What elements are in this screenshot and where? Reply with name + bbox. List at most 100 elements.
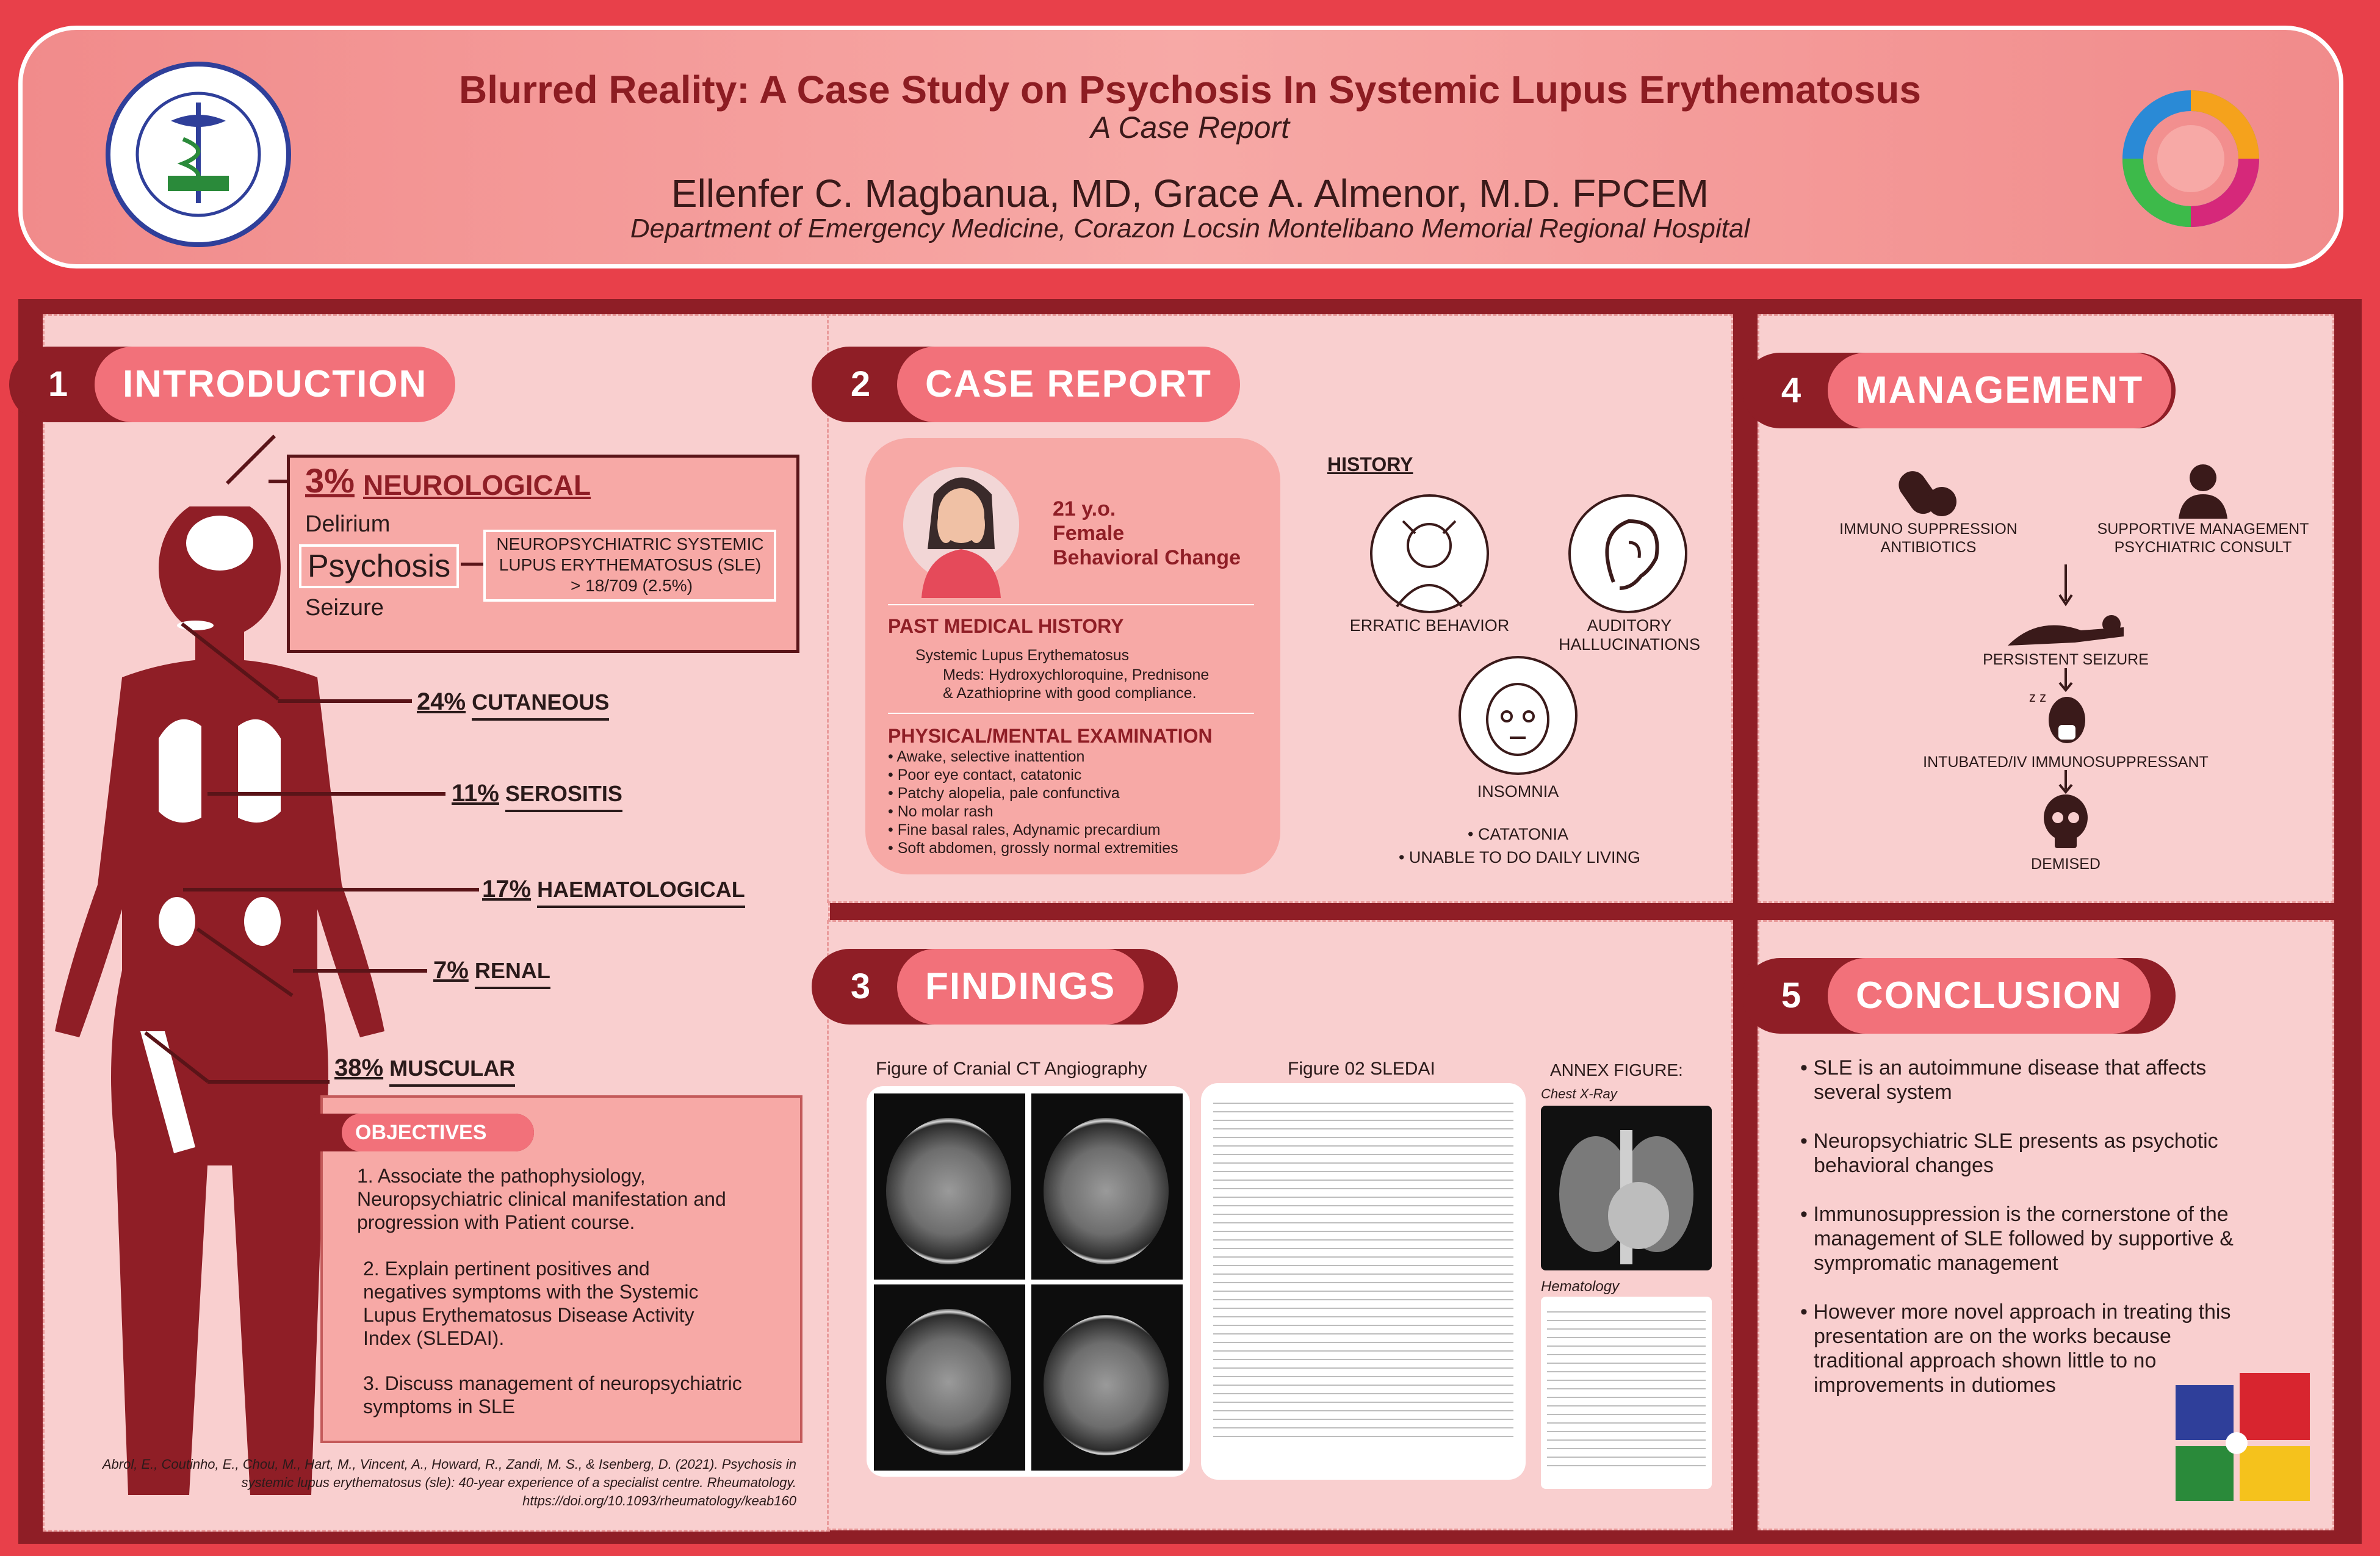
pmh-line-3: & Azathioprine with good compliance.	[943, 685, 1197, 702]
haematological-connector	[183, 888, 479, 891]
stat-cutaneous: 24% CUTANEOUS	[417, 688, 610, 721]
conclusion-item-4: • However more novel approach in treatin…	[1800, 1300, 2231, 1397]
insomnia-icon	[1459, 656, 1578, 775]
arrow-down-icon	[2057, 668, 2075, 693]
chest-xray-figure	[1541, 1106, 1712, 1270]
patient-illustration	[900, 458, 1022, 598]
npsle-stat: > 18/709 (2.5%)	[571, 576, 693, 595]
poster-title: Blurred Reality: A Case Study on Psychos…	[459, 68, 1921, 112]
mgmt-persistent-seizure: PERSISTENT SEIZURE	[1983, 651, 2149, 668]
pills-icon	[1898, 464, 1959, 519]
ct-slice	[874, 1093, 1025, 1280]
conclusion-item-3: • Immunosuppression is the cornerstone o…	[1800, 1203, 2234, 1275]
section-title: INTRODUCTION	[95, 347, 456, 422]
mgmt-demised: DEMISED	[2031, 855, 2101, 873]
erratic-behavior-icon	[1370, 494, 1489, 613]
arrow-down-icon	[2057, 564, 2075, 607]
exam-title: PHYSICAL/MENTAL EXAMINATION	[888, 725, 1213, 747]
conclusion-item-2: • Neuropsychiatric SLE presents as psych…	[1800, 1129, 2218, 1177]
stat-renal: 7% RENAL	[433, 957, 550, 989]
objectives-pill-label: OBJECTIVES	[342, 1114, 534, 1151]
section-number: 1	[48, 364, 68, 404]
hematology-table-figure	[1541, 1297, 1712, 1489]
divider	[888, 713, 1254, 714]
mgmt-intubated: INTUBATED/IV IMMUNOSUPPRESSANT	[1923, 754, 2209, 771]
conclusion-heading: 5 CONCLUSION	[1742, 958, 2176, 1034]
stat-serositis: 11% SEROSITIS	[452, 780, 622, 812]
exam-line-4: • No molar rash	[888, 803, 993, 820]
psychosis-label: Psychosis	[299, 544, 460, 588]
history-catatonia: • CATATONIA	[1468, 825, 1568, 843]
mgmt-immunosuppression: IMMUNO SUPPRESSION	[1839, 520, 2018, 538]
exam-line-3: • Patchy alopelia, pale confunctiva	[888, 785, 1120, 802]
ct-slice	[1031, 1093, 1183, 1280]
objective-1: 1. Associate the pathophysiology, Neurop…	[357, 1165, 726, 1233]
neuro-pct: 3%	[305, 461, 355, 500]
patient-complaint: Behavioral Change	[1053, 546, 1241, 569]
poster-authors: Ellenfer C. Magbanua, MD, Grace A. Almen…	[671, 171, 1709, 215]
svg-text:z z: z z	[2029, 690, 2046, 705]
hospital-seal-logo	[92, 60, 305, 249]
section-title: FINDINGS	[897, 949, 1144, 1025]
serositis-connector	[207, 792, 445, 796]
section-title: CASE REPORT	[897, 347, 1240, 422]
pmh-line-2: Meds: Hydroxychloroquine, Prednisone	[943, 666, 1210, 683]
history-erratic: ERRATIC BEHAVIOR	[1349, 616, 1510, 635]
muscular-connector-h	[207, 1080, 330, 1084]
neuro-label: NEUROLOGICAL	[363, 469, 591, 501]
mgmt-supportive: SUPPORTIVE MANAGEMENT	[2097, 520, 2309, 538]
objective-3: 3. Discuss management of neuropsychiatri…	[363, 1372, 742, 1417]
exam-line-2: • Poor eye contact, catatonic	[888, 766, 1082, 783]
management-heading: 4 MANAGEMENT	[1742, 353, 2176, 428]
section-title: CONCLUSION	[1828, 958, 2151, 1034]
npsle-box	[483, 530, 776, 602]
history-insomnia: INSOMNIA	[1477, 782, 1559, 801]
mgmt-antibiotics: ANTIBIOTICS	[1880, 539, 1977, 556]
pmh-line-1: Systemic Lupus Erythematosus	[915, 647, 1130, 664]
conclusion-item-1: • SLE is an autoimmune disease that affe…	[1800, 1056, 2207, 1104]
research-committee-logo	[2093, 61, 2288, 250]
history-title: HISTORY	[1327, 453, 1413, 475]
neuro-connector-h	[269, 480, 287, 483]
patient-sex: Female	[1053, 522, 1125, 545]
seizure-person-icon	[2002, 609, 2130, 649]
history-auditory: AUDITORY HALLUCINATIONS	[1558, 616, 1701, 654]
cutaneous-connector-h	[278, 699, 412, 703]
psychosis-connector	[461, 563, 485, 566]
renal-connector-h	[293, 969, 427, 973]
objective-2: 2. Explain pertinent positives and negat…	[363, 1258, 699, 1349]
intubated-face-icon: z z	[2029, 683, 2096, 751]
section-number: 5	[1781, 976, 1801, 1015]
patient-age: 21 y.o.	[1053, 497, 1116, 520]
exam-line-1: • Awake, selective inattention	[888, 748, 1085, 765]
exam-line-6: • Soft abdomen, grossly normal extremiti…	[888, 840, 1178, 857]
hema-caption: Hematology	[1541, 1278, 1620, 1295]
stat-haematological: 17% HAEMATOLOGICAL	[482, 876, 745, 908]
pmh-title: PAST MEDICAL HISTORY	[888, 615, 1124, 637]
section-number: 3	[850, 967, 871, 1006]
npsle-text: NEUROPSYCHIATRIC SYSTEMIC LUPUS ERYTHEMA…	[496, 535, 764, 574]
reference-citation: Abrol, E., Coutinho, E., Chou, M., Hart,…	[102, 1457, 796, 1508]
poster-header	[18, 26, 2343, 268]
objectives-box	[320, 1095, 802, 1443]
divider	[888, 604, 1254, 605]
sledai-table-figure	[1201, 1083, 1526, 1480]
fig1-caption: Figure of Cranial CT Angiography	[876, 1059, 1147, 1079]
seizure-label: Seizure	[305, 595, 384, 621]
poster-department: Department of Emergency Medicine, Corazo…	[630, 214, 1750, 243]
case-report-heading: 2 CASE REPORT	[812, 347, 1240, 422]
chest-caption: Chest X-Ray	[1541, 1086, 1617, 1101]
section-number: 2	[850, 364, 871, 404]
skull-icon	[2041, 793, 2090, 851]
stat-muscular: 38% MUSCULAR	[334, 1054, 516, 1087]
human-body-figure	[55, 497, 397, 1507]
section-number: 4	[1781, 370, 1801, 410]
poster-subtitle: A Case Report	[1090, 110, 1290, 145]
ct-angiography-figure	[867, 1086, 1190, 1477]
section-title: MANAGEMENT	[1828, 353, 2172, 428]
findings-heading: 3 FINDINGS	[812, 949, 1178, 1025]
introduction-heading: 1 INTRODUCTION	[9, 347, 456, 422]
arrow-down-icon	[2057, 770, 2075, 794]
ct-slice	[874, 1284, 1025, 1471]
history-daily-living: • UNABLE TO DO DAILY LIVING	[1398, 848, 1641, 866]
